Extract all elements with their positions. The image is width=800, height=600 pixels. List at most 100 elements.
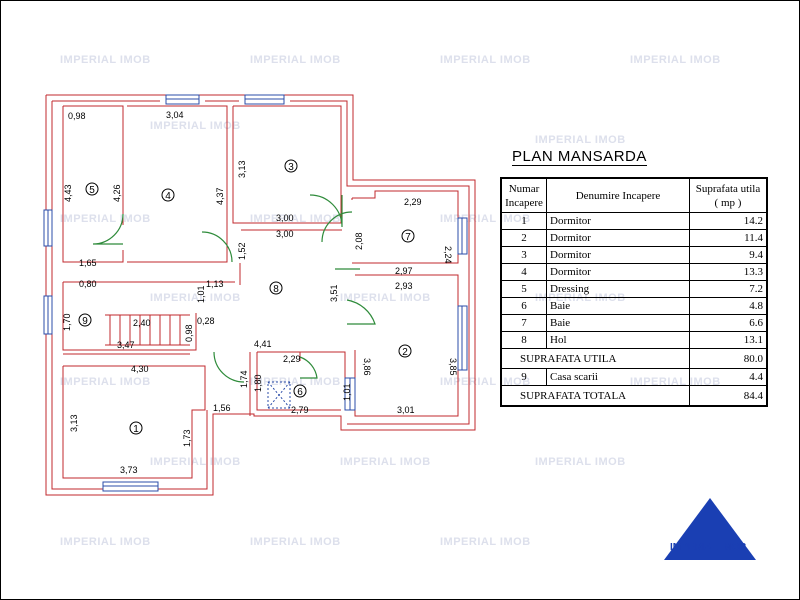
watermark: IMPERIAL IMOB — [340, 292, 431, 304]
dimension-label: 0,98 — [184, 324, 194, 342]
column-header-area: Suprafata utila ( mp ) — [689, 177, 768, 213]
room-area-cell: 4.4 — [689, 368, 768, 386]
room-number: 2 — [402, 347, 408, 358]
room-number: 4 — [165, 191, 171, 202]
room-name-cell: Dormitor — [546, 212, 690, 230]
dimension-label: 2,08 — [354, 232, 364, 250]
dimension-label: 4,26 — [112, 184, 122, 202]
utila-summary-row: SUPRAFATA UTILA 80.0 — [500, 348, 768, 369]
dimension-label: 2,40 — [133, 318, 151, 328]
utila-value: 80.0 — [689, 348, 768, 369]
dimension-label: 4,30 — [131, 364, 149, 374]
dimension-label: 2,29 — [283, 354, 301, 364]
room-area-cell: 14.2 — [689, 212, 768, 230]
dimension-label: 0,28 — [197, 316, 215, 326]
dimension-label: 2,24 — [443, 246, 453, 264]
dimension-label: 3,47 — [117, 340, 135, 350]
watermark: IMPERIAL IMOB — [60, 376, 151, 388]
dimension-label: 1,01 — [196, 285, 206, 303]
staircase — [105, 314, 190, 346]
room-number: 3 — [288, 162, 294, 173]
dimension-label: 4,43 — [63, 184, 73, 202]
room-number: 8 — [273, 284, 279, 295]
room-name-cell: Casa scarii — [546, 368, 690, 386]
room-area-cell: 11.4 — [689, 229, 768, 247]
room-number-cell: 3 — [500, 246, 547, 264]
room-area-cell: 4.8 — [689, 297, 768, 315]
dimension-label: 2,79 — [291, 405, 309, 415]
room-area-table: Numar Incapere Denumire Incapere Suprafa… — [500, 177, 768, 407]
room-name-cell: Hol — [546, 331, 690, 349]
watermark: IMPERIAL IMOB — [250, 536, 341, 548]
watermark: IMPERIAL IMOB — [250, 54, 341, 66]
watermark: IMPERIAL IMOB — [60, 54, 151, 66]
room-number-cell: 5 — [500, 280, 547, 298]
dimension-label: 0,80 — [79, 279, 97, 289]
dimension-label: 3,00 — [276, 229, 294, 239]
room-number: 9 — [82, 316, 88, 327]
room-name-cell: Dormitor — [546, 229, 690, 247]
room-area-cell: 6.6 — [689, 314, 768, 332]
dimension-label: 3,85 — [448, 358, 458, 376]
doors — [92, 194, 376, 383]
dimension-label: 4,37 — [215, 187, 225, 205]
room-number: 1 — [133, 424, 139, 435]
dimension-label: 3,00 — [276, 213, 294, 223]
dimension-label: 1,80 — [253, 374, 263, 392]
room-name-cell: Dressing — [546, 280, 690, 298]
dimension-label: 2,97 — [395, 266, 413, 276]
watermark: IMPERIAL IMOB — [60, 213, 151, 225]
watermark: IMPERIAL IMOB — [60, 536, 151, 548]
logo-text: IMPERIAL IMOB — [670, 542, 747, 553]
dimension-label: 3,13 — [237, 160, 247, 178]
shower-tray — [267, 381, 291, 409]
watermark: IMPERIAL IMOB — [535, 134, 626, 146]
watermark: IMPERIAL IMOB — [440, 536, 531, 548]
dimension-label: 0,98 — [68, 111, 86, 121]
room-number-cell: 4 — [500, 263, 547, 281]
column-header-name: Denumire Incapere — [546, 177, 690, 213]
dimension-label: 1,13 — [206, 279, 224, 289]
room-area-cell: 13.3 — [689, 263, 768, 281]
dimension-label: 1,56 — [213, 403, 231, 413]
dimension-label: 1,74 — [239, 370, 249, 388]
room-number-cell: 8 — [500, 331, 547, 349]
walls — [45, 94, 476, 496]
dimension-label: 3,04 — [166, 110, 184, 120]
dimension-label: 1,01 — [342, 383, 352, 401]
dimension-label: 3,73 — [120, 465, 138, 475]
room-area-cell: 7.2 — [689, 280, 768, 298]
watermark: IMPERIAL IMOB — [340, 456, 431, 468]
room-number: 6 — [297, 387, 303, 398]
watermark: IMPERIAL IMOB — [150, 292, 241, 304]
watermark: IMPERIAL IMOB — [150, 456, 241, 468]
utila-label: SUPRAFATA UTILA — [500, 348, 690, 369]
plan-title: PLAN MANSARDA — [512, 148, 647, 166]
dimension-label: 2,29 — [404, 197, 422, 207]
column-header-number: Numar Incapere — [500, 177, 547, 213]
imperial-imob-logo — [664, 498, 756, 568]
room-number-cell: 6 — [500, 297, 547, 315]
dimension-label: 3,01 — [397, 405, 415, 415]
dimension-label: 1,70 — [62, 313, 72, 331]
dimension-labels: 0,98 3,04 4,43 4,26 4,37 3,13 3,00 3,00 … — [62, 110, 458, 475]
room-name-cell: Baie — [546, 297, 690, 315]
dimension-label: 3,51 — [329, 284, 339, 302]
dimension-label: 1,73 — [182, 429, 192, 447]
table-header-row: Numar Incapere Denumire Incapere Suprafa… — [500, 177, 768, 213]
watermark: IMPERIAL IMOB — [250, 213, 341, 225]
room-number-cell: 9 — [500, 368, 547, 386]
dimension-label: 4,41 — [254, 339, 272, 349]
room-numbers: 1 2 3 4 5 6 7 8 9 — [78, 159, 415, 435]
watermark: IMPERIAL IMOB — [630, 54, 721, 66]
room-name-cell: Dormitor — [546, 263, 690, 281]
room-name-cell: Dormitor — [546, 246, 690, 264]
